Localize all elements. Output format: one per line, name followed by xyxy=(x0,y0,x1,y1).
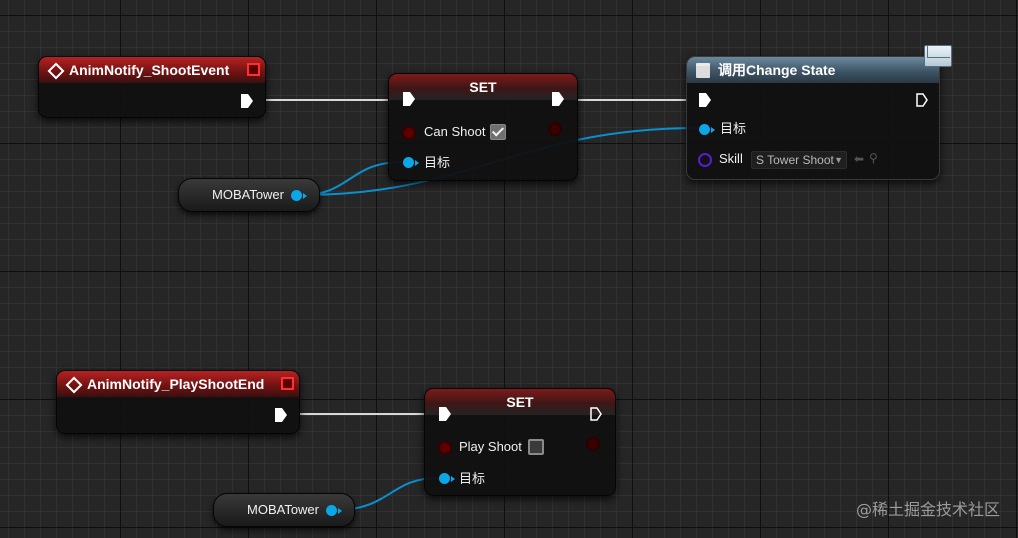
exec-in-pin[interactable] xyxy=(403,92,415,106)
set-node-header[interactable]: SET xyxy=(389,74,577,100)
event-node-title: AnimNotify_PlayShootEnd xyxy=(87,376,265,392)
can-shoot-label: Can Shoot xyxy=(424,124,486,139)
object-output-pin[interactable] xyxy=(326,505,342,516)
event-node-title: AnimNotify_ShootEvent xyxy=(69,62,230,78)
set-node-header[interactable]: SET xyxy=(425,389,615,415)
function-node-change-state[interactable]: 调用Change State 目标 Skill S Tower Shoot ▼ … xyxy=(686,56,940,180)
variable-node-mobatower[interactable]: MOBATower xyxy=(213,493,355,527)
object-output-pin[interactable] xyxy=(291,190,307,201)
target-input-pin[interactable] xyxy=(439,473,455,484)
exec-out-pin[interactable] xyxy=(590,407,602,421)
back-arrow-icon[interactable]: ⬅ xyxy=(854,152,865,166)
exec-out-pin[interactable] xyxy=(916,93,928,107)
skill-enum-pin[interactable] xyxy=(698,153,712,167)
exec-in-pin[interactable] xyxy=(699,93,711,107)
play-shoot-label: Play Shoot xyxy=(459,439,522,454)
function-node-header[interactable]: 调用Change State xyxy=(687,57,939,83)
delegate-pin-icon[interactable] xyxy=(281,377,294,390)
bool-input-pin[interactable] xyxy=(402,126,416,140)
target-input-pin[interactable] xyxy=(699,124,715,135)
search-icon[interactable]: ⚲ xyxy=(869,151,878,165)
exec-out-pin[interactable] xyxy=(241,94,253,108)
event-node-header[interactable]: AnimNotify_PlayShootEnd xyxy=(57,371,299,397)
target-label: 目标 xyxy=(720,121,747,136)
target-input-pin[interactable] xyxy=(403,157,419,168)
chevron-down-icon: ▼ xyxy=(834,155,843,165)
function-node-title: 调用Change State xyxy=(718,62,836,78)
play-shoot-checkbox[interactable] xyxy=(528,439,544,455)
exec-out-pin[interactable] xyxy=(275,408,287,422)
event-node-play-shoot-end[interactable]: AnimNotify_PlayShootEnd xyxy=(56,370,300,434)
event-node-shoot-event[interactable]: AnimNotify_ShootEvent xyxy=(38,56,266,118)
exec-in-pin[interactable] xyxy=(439,407,451,421)
bool-output-pin[interactable] xyxy=(586,437,600,451)
set-node-play-shoot[interactable]: SET Play Shoot 目标 xyxy=(424,388,616,496)
event-diamond-icon xyxy=(65,376,83,394)
variable-label: MOBATower xyxy=(247,502,319,517)
envelope-message-icon xyxy=(924,45,952,67)
bool-input-pin[interactable] xyxy=(438,441,452,455)
skill-dropdown-value: S Tower Shoot xyxy=(756,153,834,167)
set-node-can-shoot[interactable]: SET Can Shoot 目标 xyxy=(388,73,578,181)
variable-node-mobatower[interactable]: MOBATower xyxy=(178,178,320,212)
function-icon xyxy=(696,63,710,78)
target-label: 目标 xyxy=(459,471,486,486)
event-diamond-icon xyxy=(47,62,65,80)
watermark: @稀土掘金技术社区 xyxy=(855,500,1000,519)
bool-output-pin[interactable] xyxy=(548,122,562,136)
variable-label: MOBATower xyxy=(212,187,284,202)
event-node-header[interactable]: AnimNotify_ShootEvent xyxy=(39,57,265,83)
target-label: 目标 xyxy=(424,155,451,170)
exec-out-pin[interactable] xyxy=(552,92,564,106)
skill-label: Skill xyxy=(719,151,743,166)
delegate-pin-icon[interactable] xyxy=(247,63,260,76)
skill-dropdown[interactable]: S Tower Shoot ▼ xyxy=(751,151,847,169)
can-shoot-checkbox[interactable] xyxy=(490,124,506,140)
